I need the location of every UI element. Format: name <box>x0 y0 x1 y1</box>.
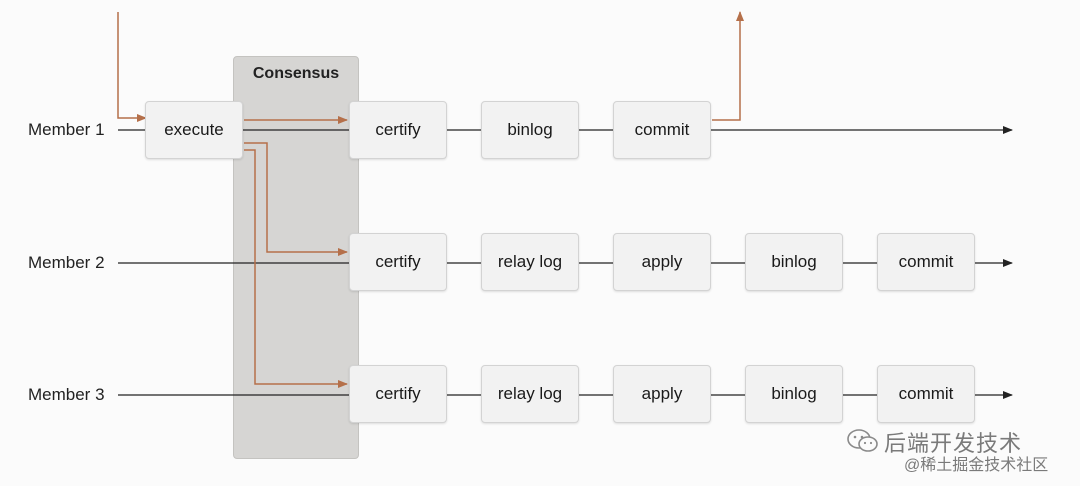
member-1-step-certify: certify <box>349 101 447 159</box>
member-2-step-binlog: binlog <box>745 233 843 291</box>
consensus-label: Consensus <box>252 65 340 82</box>
member-2-step-relay-log: relay log <box>481 233 579 291</box>
wechat-icon <box>847 429 878 452</box>
incoming-transaction-arrow <box>117 12 147 122</box>
member-1-label: Member 1 <box>28 120 105 139</box>
member-2-step-commit: commit <box>877 233 975 291</box>
member-2-step-apply: apply <box>613 233 711 291</box>
watermark-title: 后端开发技术 <box>884 431 1023 456</box>
member-2-step-certify: certify <box>349 233 447 291</box>
member-2-label: Member 2 <box>28 253 105 272</box>
member-1-step-execute: execute <box>145 101 243 159</box>
execute-to-member-3-arrow <box>244 149 348 388</box>
member-1-step-commit: commit <box>613 101 711 159</box>
member-3-step-binlog: binlog <box>745 365 843 423</box>
member-3-step-relay-log: relay log <box>481 365 579 423</box>
execute-to-member-2-arrow <box>244 142 348 256</box>
member-3-label: Member 3 <box>28 385 105 404</box>
watermark-source: @稀土掘金技术社区 <box>904 457 1049 474</box>
member-3-step-apply: apply <box>613 365 711 423</box>
member-3-step-certify: certify <box>349 365 447 423</box>
member-3-step-commit: commit <box>877 365 975 423</box>
member-1-step-binlog: binlog <box>481 101 579 159</box>
commit-return-arrow <box>712 11 744 121</box>
